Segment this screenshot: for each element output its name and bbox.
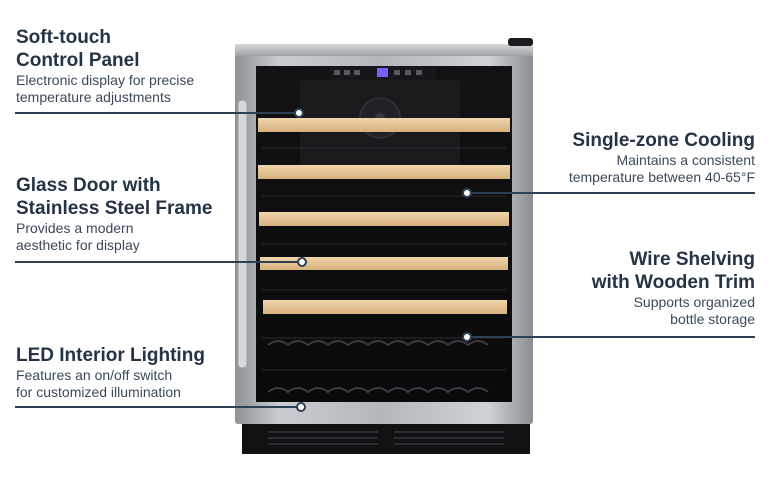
cooling-title: Single-zone Cooling [572,130,755,151]
shelving-desc-line2: bottle storage [670,311,755,327]
glass-door-desc-line2: aesthetic for display [16,237,140,253]
wood-shelf [263,300,507,314]
glass-door-dot [297,257,307,267]
led-lighting-callout: LED Interior Lighting Features an on/off… [16,344,246,401]
cooling-dot [462,188,472,198]
control-panel-title-line2: Control Panel [16,50,140,71]
wood-shelf [260,257,508,270]
cooling-desc-line2: temperature between 40-65°F [568,169,755,185]
shelving-desc: Supports organized [633,294,755,310]
cooling-callout: Single-zone Cooling Maintains a consiste… [515,129,755,186]
control-panel-leader-line [15,112,298,114]
led-lighting-dot [296,402,306,412]
door-handle [237,99,248,369]
cooling-leader-line [468,192,755,194]
led-lighting-title: LED Interior Lighting [16,345,205,366]
shelving-title: Wire Shelving [629,249,755,270]
wood-shelf [258,165,510,179]
glass-door-title-line2: Stainless Steel Frame [16,198,213,219]
wood-shelf [258,118,510,132]
led-lighting-desc: Features an on/off switch [16,367,173,383]
shelving-callout: Wire Shelving with Wooden Trim Supports … [515,248,755,328]
glass-door-leader-line [15,261,299,263]
control-panel-dot [294,108,304,118]
shelving-title-line2: with Wooden Trim [591,272,755,293]
control-panel-desc: Electronic display for precise [16,72,195,88]
shelving-dot [462,332,472,342]
led-lighting-desc-line2: for customized illumination [16,384,181,400]
control-panel-callout: Soft-touch Control Panel Electronic disp… [16,26,246,106]
glass-door-desc: Provides a modern [16,220,134,236]
control-panel-title: Soft-touch [16,27,111,48]
led-lighting-leader-line [15,406,301,408]
glass-door-callout: Glass Door with Stainless Steel Frame Pr… [16,174,246,254]
wood-shelf [259,212,509,226]
cooling-desc: Maintains a consistent [616,152,755,168]
glass-door-title: Glass Door with [16,175,161,196]
control-panel-desc-line2: temperature adjustments [16,89,171,105]
shelving-leader-line [468,336,755,338]
